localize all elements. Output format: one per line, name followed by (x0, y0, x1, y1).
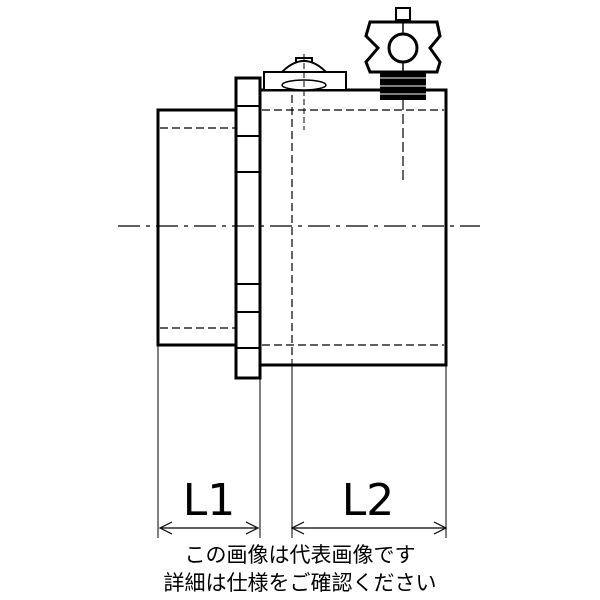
dimension-l1: L1 (158, 475, 260, 535)
l2-label: L2 (342, 475, 395, 526)
note-check-specs: 詳細は仕様をご確認ください (163, 571, 437, 595)
l1-label: L1 (183, 475, 236, 526)
wing-bolt (364, 7, 442, 180)
extension-lines (157, 345, 447, 538)
main-body (258, 88, 448, 367)
flange-nut (234, 76, 262, 380)
left-sleeve (156, 108, 238, 347)
small-screw (263, 54, 347, 130)
note-representative-image: この画像は代表画像です (184, 543, 416, 567)
dimension-l2: L2 (290, 475, 448, 535)
